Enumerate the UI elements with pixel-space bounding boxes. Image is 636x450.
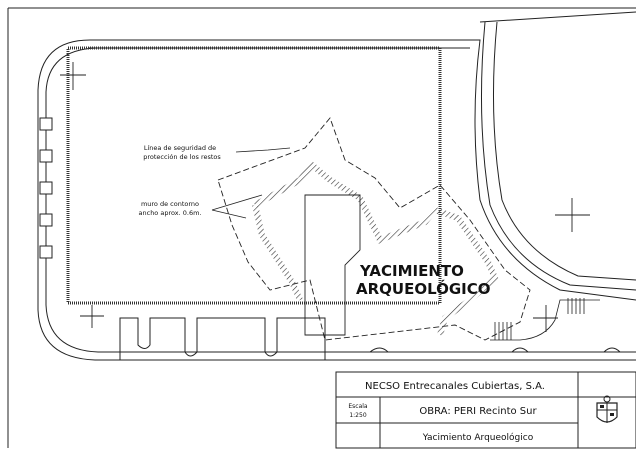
- annotation-leaders: [211, 147, 291, 219]
- site-label-line-1: YACIMIENTO: [359, 262, 464, 280]
- company-name: NECSO Entrecanales Cubiertas, S.A.: [365, 381, 545, 392]
- contour-wall-label-1: muro de contorno: [141, 200, 199, 208]
- site-label-line-2: ARQUEOLÓGICO: [356, 279, 491, 298]
- contour-wall: [253, 160, 499, 336]
- safety-line-label-1: Línea de seguridad de: [144, 144, 216, 152]
- curved-road: [479, 11, 636, 291]
- survey-crosshairs: [60, 62, 590, 332]
- coat-of-arms-icon: [596, 395, 618, 423]
- safety-line-label-2: protección de los restos: [143, 153, 221, 161]
- contour-wall-left: [252, 204, 303, 302]
- left-edge-markers: [39, 117, 53, 259]
- safety-line-polygon: [217, 117, 531, 341]
- contour-wall-label-2: ancho aprox. 0.6m.: [139, 209, 202, 217]
- excavation-outline: [304, 194, 361, 336]
- project-name: OBRA: PERI Recinto Sur: [419, 406, 537, 417]
- scale-label: Escala: [348, 403, 368, 410]
- bottom-piers: [119, 317, 621, 360]
- title-block: NECSO Entrecanales Cubiertas, S.A. Escal…: [335, 371, 636, 449]
- drawing-name: Yacimiento Arqueológico: [422, 432, 534, 443]
- building-footprint: [66, 46, 442, 305]
- scale-value: 1:250: [349, 412, 366, 419]
- stairs: [490, 298, 600, 341]
